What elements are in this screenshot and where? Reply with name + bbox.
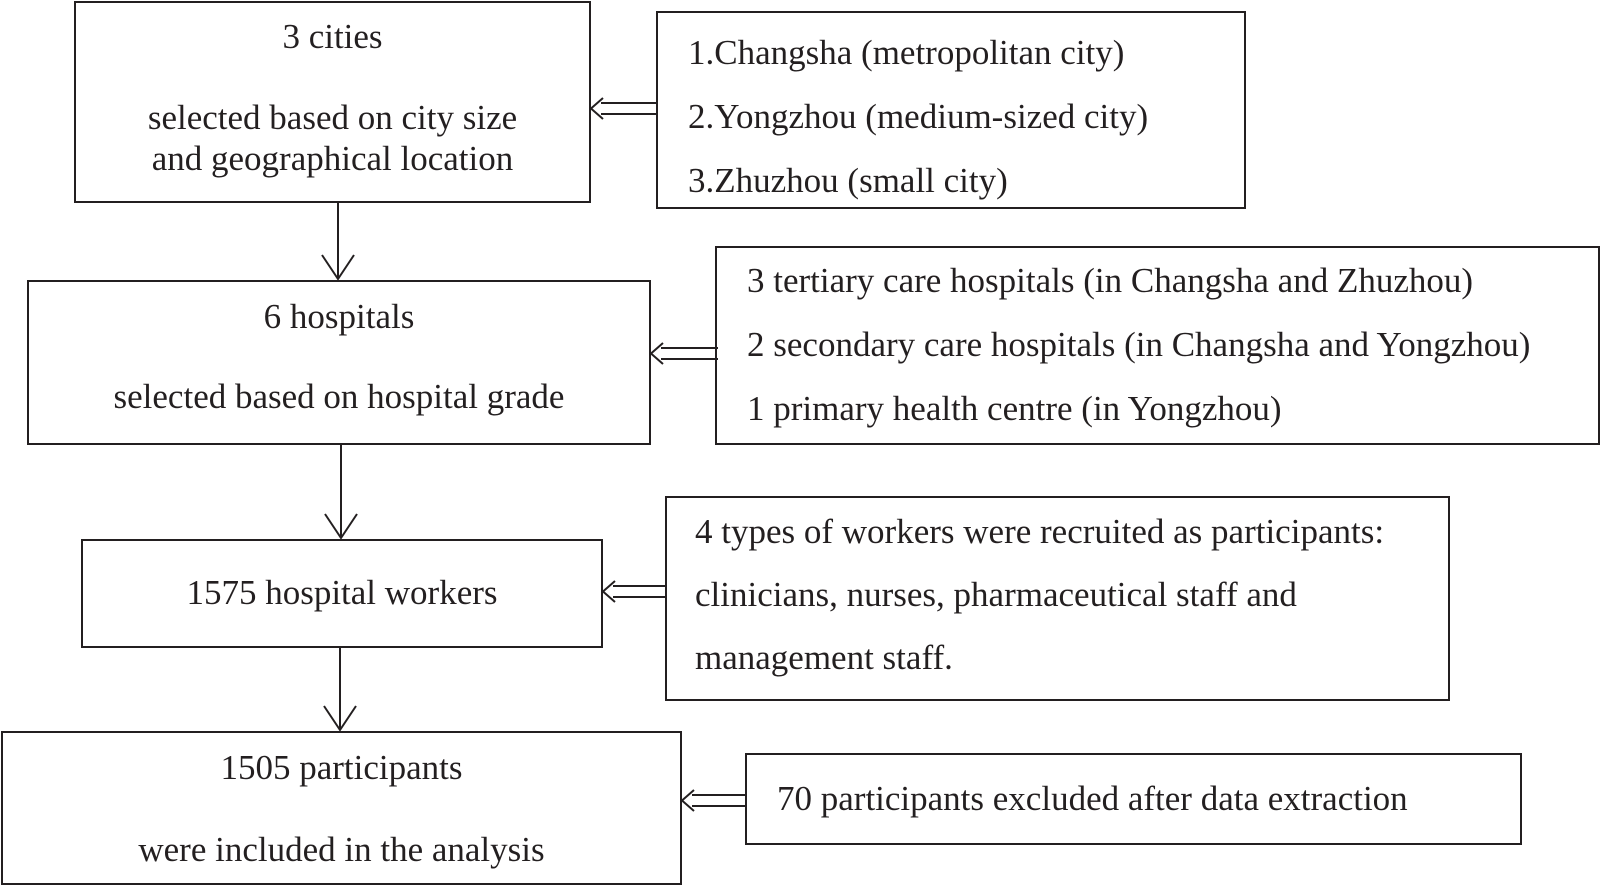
hospital-type-item: 1 primary health centre (in Yongzhou) [747, 389, 1282, 428]
participants-description: were included in the analysis [138, 830, 545, 869]
double-arrow-exclusion-note [680, 789, 745, 812]
cities-criteria-line1: selected based on city size [147, 98, 518, 137]
workers-box: 1575 hospital workers [81, 539, 603, 648]
city-item: 2.Yongzhou (medium-sized city) [688, 97, 1149, 136]
double-arrow-cities-note [589, 97, 656, 120]
hospital-type-item: 3 tertiary care hospitals (in Changsha a… [747, 261, 1474, 300]
cities-criteria-line2: and geographical location [151, 139, 514, 178]
workers-count: 1575 hospital workers [186, 573, 498, 612]
workers-note-line: 4 types of workers were recruited as par… [695, 512, 1385, 551]
hospitals-criteria: selected based on hospital grade [113, 377, 565, 416]
down-arrow-workers-to-participants [323, 648, 357, 732]
workers-note-box: 4 types of workers were recruited as par… [665, 496, 1450, 701]
down-arrow-cities-to-hospitals [321, 203, 355, 281]
cities-list-box: 1.Changsha (metropolitan city) 2.Yongzho… [656, 11, 1246, 209]
workers-note-line: management staff. [695, 638, 953, 677]
workers-note-line: clinicians, nurses, pharmaceutical staff… [695, 575, 1297, 614]
city-item: 1.Changsha (metropolitan city) [688, 33, 1125, 72]
down-arrow-hospitals-to-workers [324, 445, 358, 540]
hospitals-list-box: 3 tertiary care hospitals (in Changsha a… [715, 246, 1600, 445]
city-item: 3.Zhuzhou (small city) [688, 161, 1008, 200]
hospital-type-item: 2 secondary care hospitals (in Changsha … [747, 325, 1531, 364]
participants-box: 1505 participants were included in the a… [1, 731, 682, 885]
exclusion-note: 70 participants excluded after data extr… [777, 779, 1408, 818]
hospitals-box: 6 hospitals selected based on hospital g… [27, 280, 651, 445]
exclusion-note-box: 70 participants excluded after data extr… [745, 753, 1522, 845]
participants-count: 1505 participants [220, 748, 463, 787]
cities-box: 3 cities selected based on city size and… [74, 1, 591, 203]
hospitals-count: 6 hospitals [263, 297, 415, 336]
double-arrow-hospitals-note [649, 342, 718, 365]
cities-count: 3 cities [282, 17, 383, 56]
double-arrow-workers-note [601, 580, 665, 603]
